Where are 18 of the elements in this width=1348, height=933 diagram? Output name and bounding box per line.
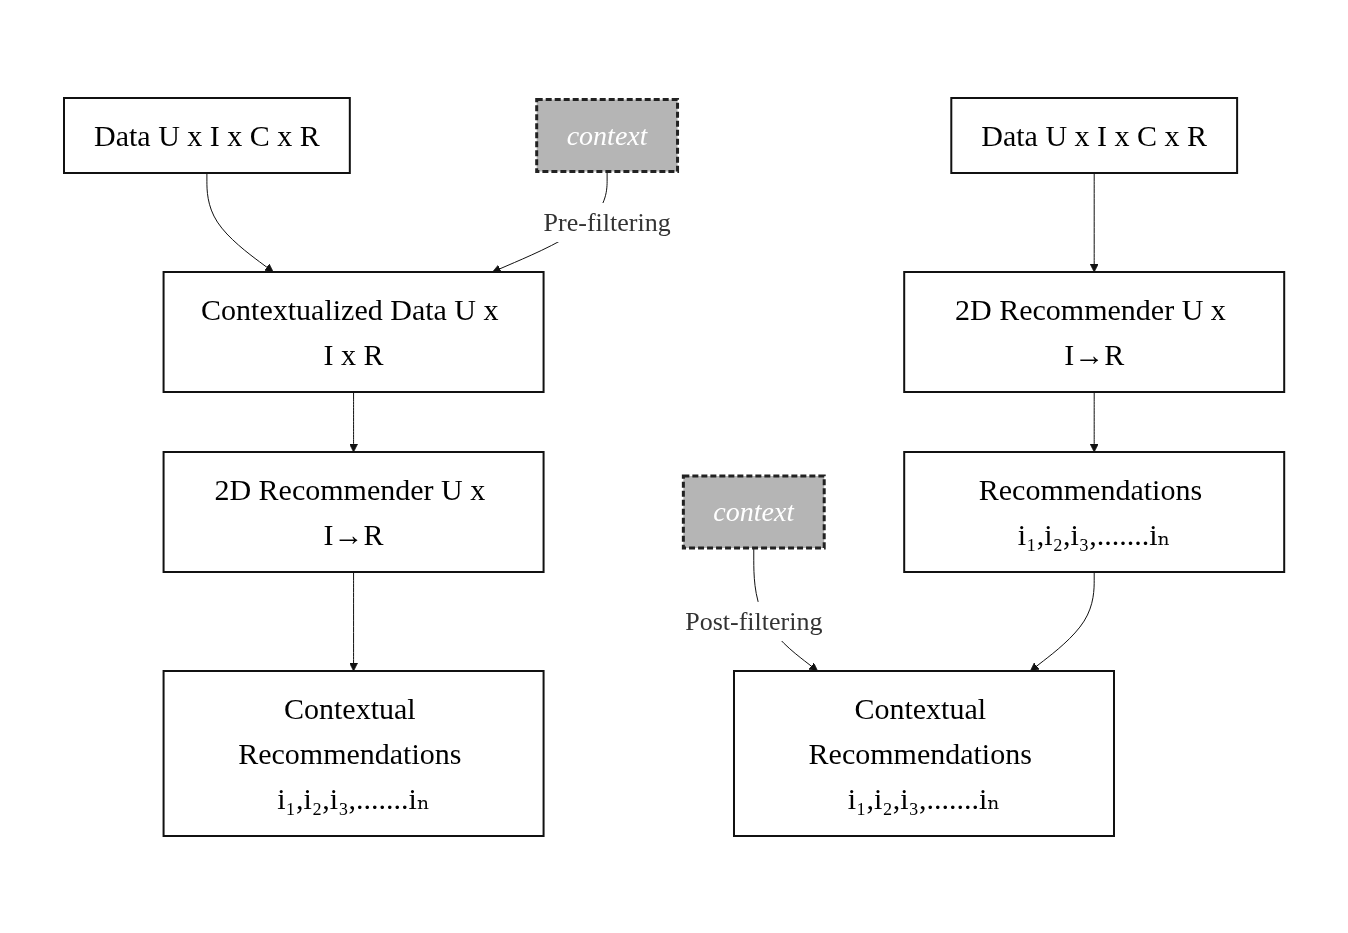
edge-label: Pre-filtering — [543, 207, 671, 237]
node-box: context — [681, 474, 826, 549]
edge-label: Post-filtering — [685, 606, 823, 636]
arrow — [206, 172, 274, 272]
arrow — [349, 391, 358, 452]
node-box: Data U x I x C x R — [950, 96, 1238, 174]
node-box: Data U x I x C x R — [62, 96, 351, 174]
node-box: Recommendations i₁,i₂,i₃,.......iₙ — [903, 450, 1286, 573]
arrow — [1089, 172, 1099, 272]
node-box: 2D Recommender U x I→R — [162, 450, 545, 573]
node-box: context — [535, 97, 679, 173]
arrow — [1029, 571, 1095, 671]
node-box: 2D Recommender U x I→R — [903, 270, 1286, 393]
arrow — [1089, 391, 1099, 452]
node-box: Contextualized Data U x I x R — [162, 270, 545, 393]
node-box: Contextual Recommendations i₁,i₂,i₃,.......iₙ — [162, 669, 545, 837]
node-box: Contextual Recommendations i₁,i₂,i₃,.......iₙ — [732, 669, 1115, 837]
arrow — [349, 571, 358, 671]
